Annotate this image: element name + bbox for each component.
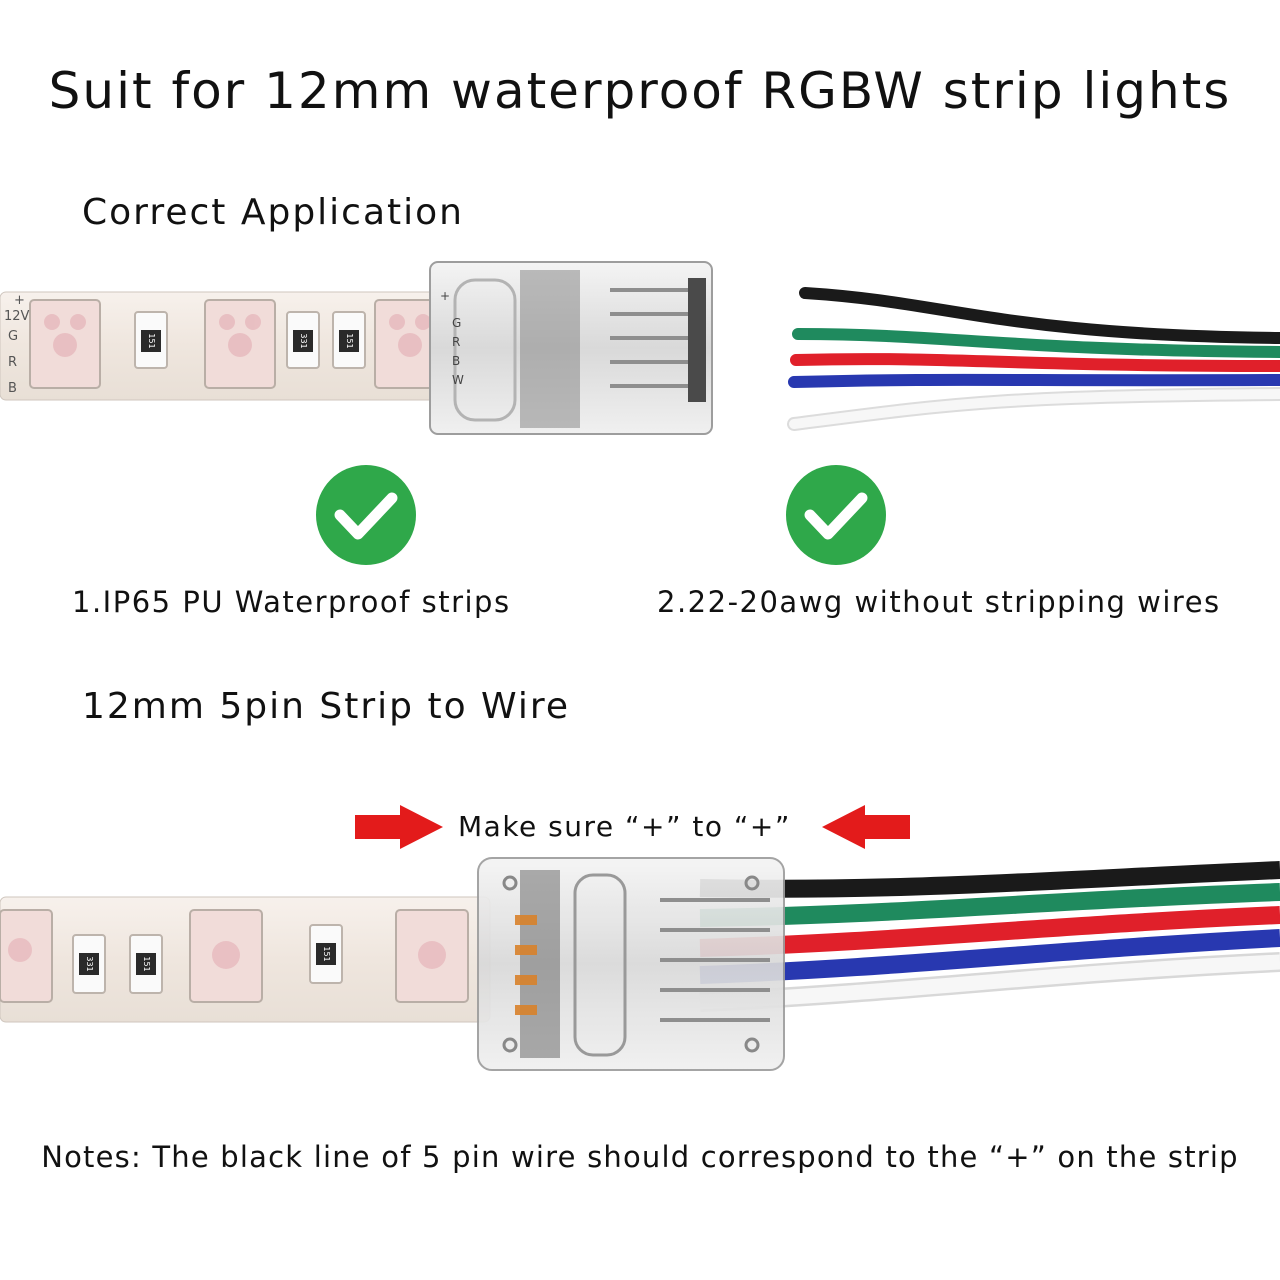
strip-label: 12V xyxy=(4,309,30,324)
strip-label: B xyxy=(8,381,17,396)
resistor-label: 151 xyxy=(147,333,156,348)
arrow-left-icon xyxy=(822,805,910,849)
led-strip-top xyxy=(0,291,451,401)
callout-polarity: Make sure “+” to “+” xyxy=(458,810,791,843)
feature-caption-1: 1.IP65 PU Waterproof strips xyxy=(72,585,511,619)
arrow-right-icon xyxy=(355,805,443,849)
resistor-label: 331 xyxy=(299,333,308,348)
resistor-label: 151 xyxy=(142,956,151,971)
resistor xyxy=(134,311,366,369)
strip-label: G xyxy=(8,329,18,344)
strip-label: G xyxy=(452,316,461,330)
wire-bundle-top xyxy=(787,287,1280,431)
resistor-label: 151 xyxy=(322,946,331,961)
strip-label: + xyxy=(14,293,25,308)
strip-label: W xyxy=(452,373,464,387)
feature-caption-2: 2.22-20awg without stripping wires xyxy=(657,585,1221,619)
strip-label: R xyxy=(452,335,460,349)
connector-clip-bottom xyxy=(477,857,785,1071)
connector-clip-top xyxy=(429,261,713,435)
page-title: Suit for 12mm waterproof RGBW strip ligh… xyxy=(48,62,1232,120)
strip-label: R xyxy=(8,355,17,370)
section-heading-correct-application: Correct Application xyxy=(82,192,464,233)
section-heading-strip-to-wire: 12mm 5pin Strip to Wire xyxy=(82,686,571,727)
check-circle-icon xyxy=(316,465,416,565)
notes-text: Notes: The black line of 5 pin wire shou… xyxy=(41,1140,1239,1174)
led-strip-bottom xyxy=(0,896,491,1023)
wire-bundle-bottom xyxy=(699,861,1280,1012)
resistor-label: 331 xyxy=(85,956,94,971)
check-circle-icon xyxy=(786,465,886,565)
strip-label: B xyxy=(452,354,460,368)
strip-label: + xyxy=(440,289,450,303)
resistor-label: 151 xyxy=(345,333,354,348)
